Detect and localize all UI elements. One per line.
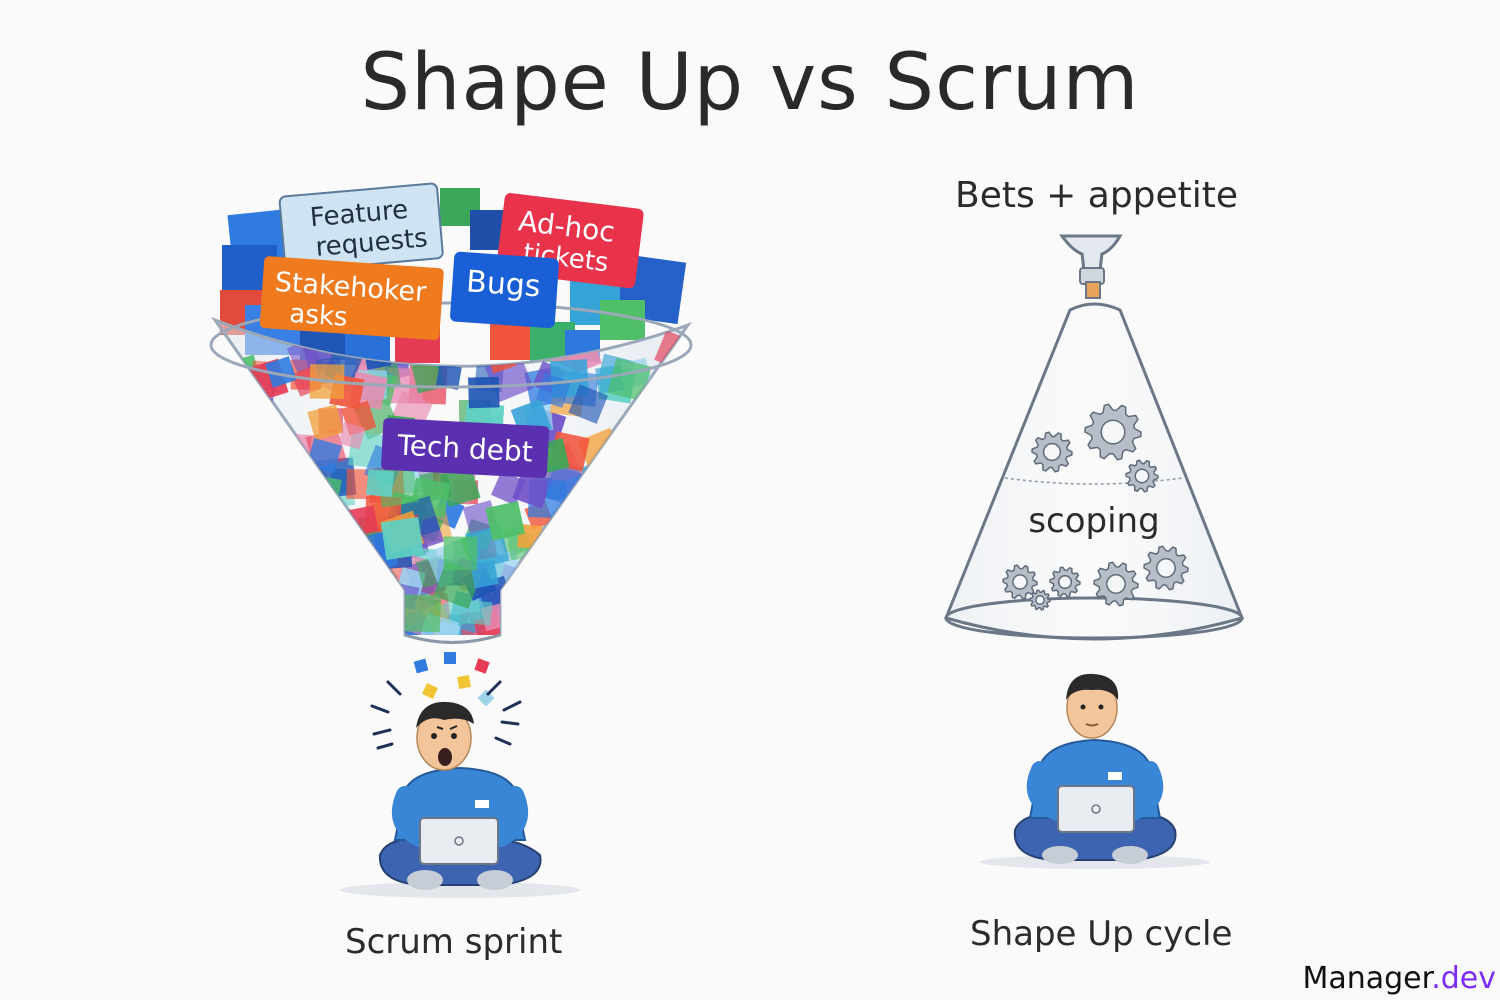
task-block [307,404,344,441]
shapeup-cycle-caption: Shape Up cycle [970,914,1233,954]
tag-stakeholder-line2: asks [288,299,348,333]
brand-logo: Manager.dev [1302,961,1496,996]
task-block [434,621,461,635]
falling-confetti [370,652,522,750]
task-block [439,466,481,508]
calm-developer [980,673,1210,869]
tag-feature-requests: Feature requests [278,182,444,273]
tag-bugs-label: Bugs [465,264,542,304]
gear-icon [1002,564,1038,600]
gear-icon [1084,403,1142,461]
task-block [512,468,553,509]
page-title: Shape Up vs Scrum [360,38,1140,128]
task-block [402,594,441,633]
task-block [470,560,499,589]
gear-icon [1125,459,1159,493]
task-block [380,516,424,560]
task-block [265,356,297,388]
overflow-blocks [220,188,687,365]
task-block [568,384,608,424]
gear-icon [1029,589,1051,611]
bets-appetite-label: Bets + appetite [955,175,1239,216]
task-block [435,363,462,390]
scrum-funnel: Feature requests Ad-hoc tickets Stakehok… [209,182,693,644]
task-block [485,501,526,541]
tag-tech-debt: Tech debt [381,417,550,479]
task-block [468,376,500,409]
task-block [443,536,477,571]
brand-name: Manager [1302,961,1432,996]
tag-tech-debt-label: Tech debt [396,428,534,468]
gear-icon [1031,431,1073,473]
tag-stakeholder-asks: Stakehoker asks [259,256,444,340]
scrum-sprint-caption: Scrum sprint [345,922,563,962]
task-block [338,422,366,450]
scoping-label: scoping [1028,501,1159,541]
shapeup-cone [943,234,1245,641]
brand-tld: .dev [1431,961,1496,996]
gear-icon [1143,545,1189,591]
gears [1002,403,1189,611]
gear-icon [1049,566,1081,598]
tag-bugs: Bugs [450,251,559,329]
task-block [366,469,395,498]
task-block [467,600,493,626]
stressed-developer [340,701,580,898]
task-block [433,560,482,609]
task-block [607,357,652,402]
gear-icon [1093,561,1139,607]
